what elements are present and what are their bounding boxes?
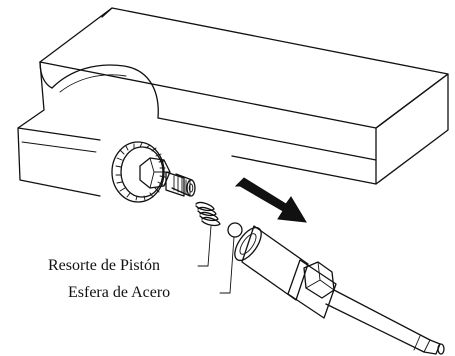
- piston-spring-label: Resorte de Pistón: [48, 257, 160, 274]
- right-down-arrow-icon: [234, 177, 307, 223]
- piston-spring: [195, 201, 221, 227]
- threaded-fitting: [111, 141, 196, 203]
- steel-ball-label: Esfera de Acero: [68, 284, 171, 301]
- housing-block: [17, 7, 449, 197]
- steel-ball: [227, 222, 243, 238]
- extraction-tool: [234, 225, 445, 355]
- leader-lines: [197, 225, 235, 294]
